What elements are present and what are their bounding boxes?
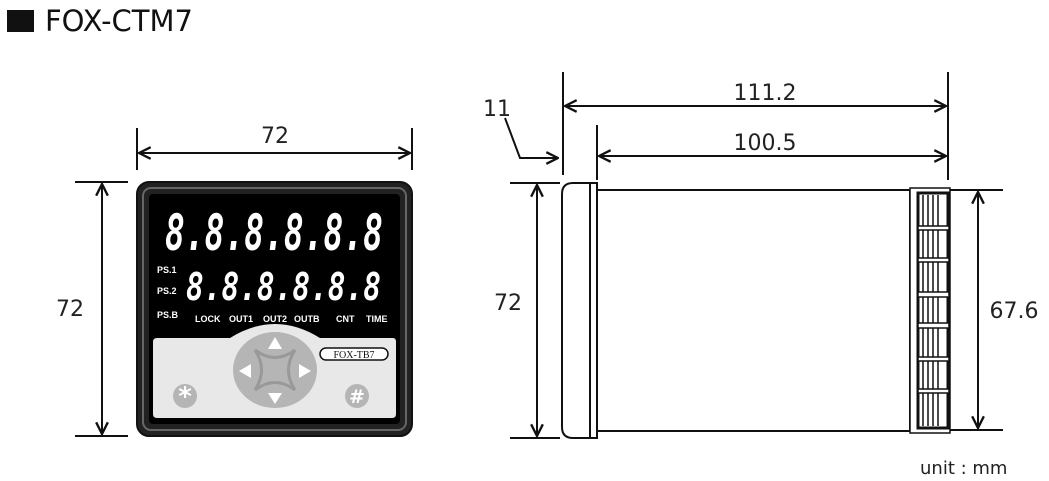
- page-title: FOX-CTM7: [45, 4, 193, 38]
- asterisk-icon: *: [178, 382, 192, 412]
- right-arrow-button[interactable]: [299, 364, 311, 378]
- ps2-label: PS.2: [157, 286, 177, 296]
- body-height-label: 67.6: [990, 299, 1039, 324]
- front-flange: [561, 182, 591, 439]
- indicator-cnt: CNT: [336, 314, 355, 324]
- asterisk-button[interactable]: [173, 384, 197, 408]
- indicator-outb: OUTB: [294, 314, 320, 324]
- down-arrow-button[interactable]: [268, 393, 282, 404]
- model-badge: [319, 347, 389, 361]
- title-bullet-icon: [7, 10, 34, 32]
- front-height-label: 72: [56, 297, 84, 322]
- hash-icon: #: [349, 386, 365, 408]
- left-arrow-button[interactable]: [239, 364, 251, 378]
- housing-body: [596, 189, 911, 432]
- indicator-lock: LOCK: [195, 314, 221, 324]
- side-view: 111.2 100.5 11 72 67.6: [483, 72, 1039, 439]
- model-badge-label: FOX-TB7: [333, 350, 374, 361]
- body-depth-label: 100.5: [734, 131, 797, 156]
- ps1-label: PS.1: [157, 265, 177, 275]
- indicator-out2: OUT2: [263, 314, 287, 324]
- up-arrow-button[interactable]: [268, 337, 282, 349]
- total-depth-label: 111.2: [734, 81, 797, 106]
- indicator-out1: OUT1: [229, 314, 253, 324]
- flange-depth-label: 11: [483, 97, 511, 122]
- psb-label: PS.B: [157, 310, 179, 320]
- side-height-label: 72: [494, 291, 522, 316]
- hash-button[interactable]: [345, 384, 369, 408]
- display-top-digits: 8.8.8.8.8.8: [165, 204, 383, 262]
- front-width-label: 72: [261, 124, 289, 149]
- unit-label: unit : mm: [920, 458, 1007, 479]
- indicator-time: TIME: [366, 314, 388, 324]
- display-bottom-digits: 8.8.8.8.8.8: [186, 265, 381, 309]
- flange-leader-line: [504, 117, 558, 158]
- front-view: 72 72 8.8.8.8.8.8 8.8.8.8.8.8 PS.1 PS.2 …: [56, 124, 413, 437]
